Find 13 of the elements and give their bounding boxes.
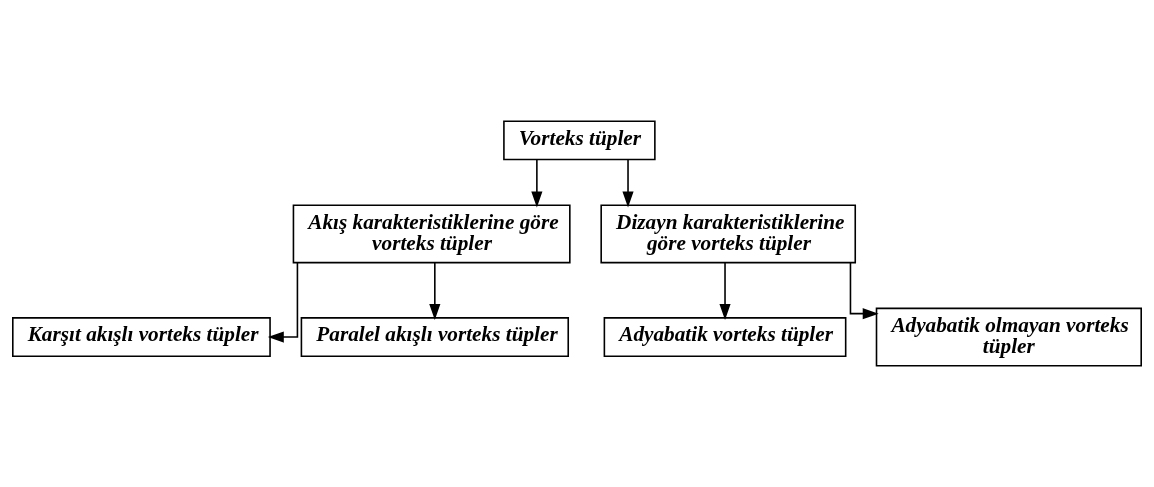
- arrow: [719, 261, 731, 320]
- node-box: Akış karakteristiklerine göre vorteks tüpler: [292, 204, 571, 264]
- node-box: Paralel akışlı vorteks tüpler: [300, 317, 570, 357]
- arrow: [622, 158, 634, 208]
- node-box: Adyabatik vorteks tüpler: [603, 317, 847, 357]
- node-box: Vorteks tüpler: [503, 120, 656, 161]
- node-box: Dizayn karakteristiklerine göre vorteks tüpler: [600, 204, 857, 264]
- arrow: [267, 261, 299, 343]
- node-box: Adyabatik olmayan vorteks tüpler: [875, 307, 1142, 367]
- arrow: [429, 261, 441, 320]
- node-box: Karşıt akışlı vorteks tüpler: [12, 317, 271, 357]
- arrow: [531, 158, 543, 208]
- arrow: [849, 261, 879, 320]
